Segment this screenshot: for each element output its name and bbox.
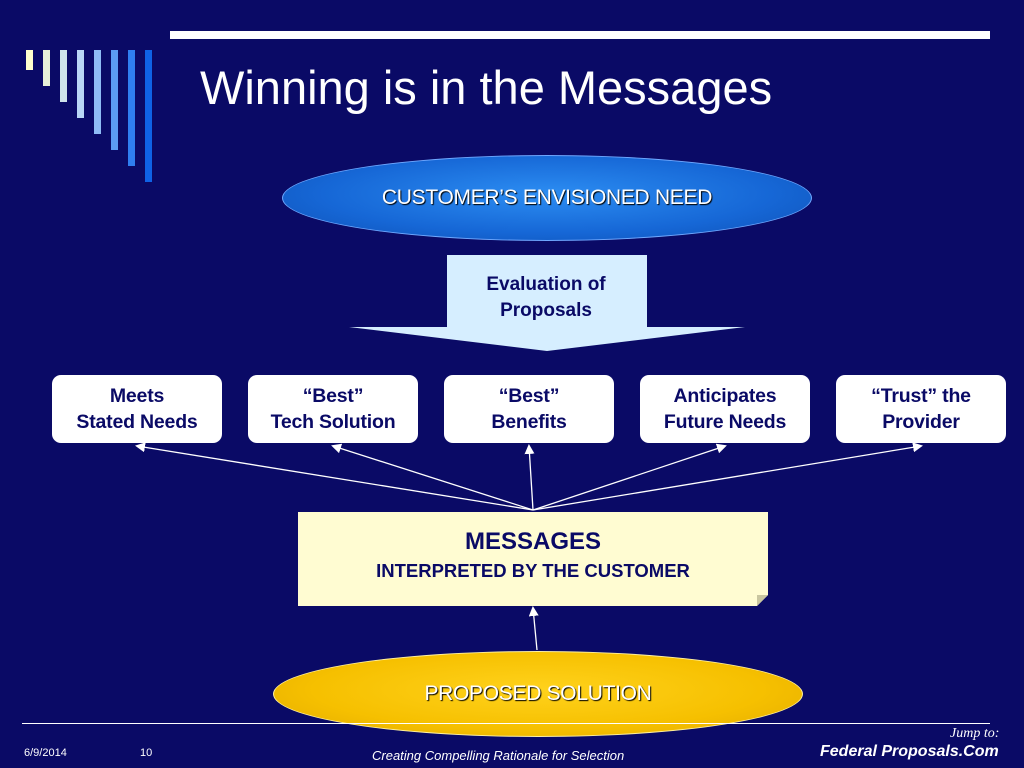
decorative-bar [77,50,84,118]
messages-box-fold [757,595,768,606]
card-best-tech-solution: “Best” Tech Solution [248,375,418,443]
arrow-to-anticipates-future-needs [532,443,727,511]
arrow-to-best-tech-solution [331,443,534,511]
messages-title: MESSAGES [464,528,602,555]
decorative-bars [26,50,152,182]
arrow-to-trust-the-provider [532,442,923,511]
messages-subtitle: INTERPRETED BY THE CUSTOMER [376,560,690,581]
evaluation-arrow [349,255,745,351]
decorative-bar [26,50,33,70]
decorative-bar [145,50,152,182]
footer-page-number: 10 [140,747,153,759]
proposed-solution-ellipse: PROPOSED SOLUTION [273,651,803,737]
footer-rule [22,723,990,724]
federal-proposals-link[interactable]: Federal Proposals.Com [820,743,999,760]
jump-to-label: Jump to: [950,726,1000,741]
evaluation-label: Evaluation of Proposals [486,274,606,321]
top-rule [170,31,990,39]
decorative-bar [60,50,67,102]
card-trust-the-provider: “Trust” the Provider [836,375,1006,443]
messages-box: MESSAGES INTERPRETED BY THE CUSTOMER [298,512,768,606]
slide-title: Winning is in the Messages [200,61,773,114]
decorative-bar [94,50,101,134]
footer-date: 6/9/2014 [24,747,67,759]
arrow-solution-to-messages [528,606,539,651]
customer-need-ellipse: CUSTOMER’S ENVISIONED NEED [282,155,812,241]
decorative-bar [128,50,135,166]
arrow-to-best-benefits [524,444,535,511]
decorative-bar [43,50,50,86]
card-anticipates-future-needs: Anticipates Future Needs [640,375,810,443]
footer-center-text: Creating Compelling Rationale for Select… [372,748,625,763]
arrow-to-meets-stated-needs [135,442,534,511]
card-meets-stated-needs: Meets Stated Needs [52,375,222,443]
decorative-bar [111,50,118,150]
card-best-benefits: “Best” Benefits [444,375,614,443]
